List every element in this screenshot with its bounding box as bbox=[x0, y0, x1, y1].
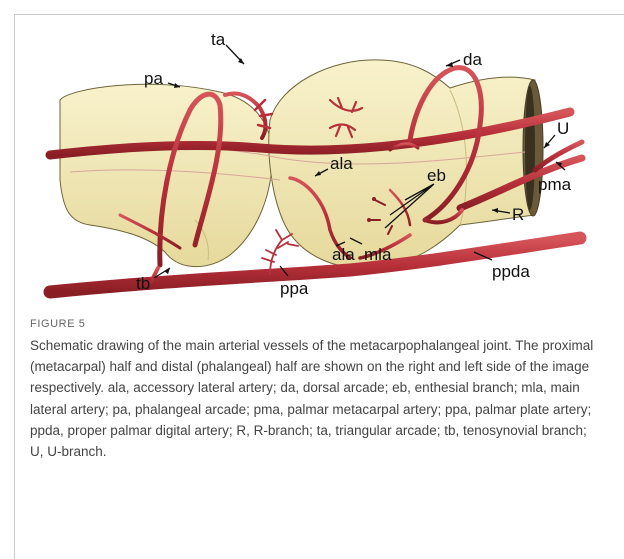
label-ppa: ppa bbox=[280, 279, 309, 298]
label-ta: ta bbox=[211, 30, 226, 49]
figure-image: ta pa da U ala eb pma R ala mla tb ppa p… bbox=[30, 30, 594, 303]
label-mla: mla bbox=[364, 245, 392, 264]
figure-caption: Schematic drawing of the main arterial v… bbox=[30, 335, 600, 462]
label-da: da bbox=[463, 50, 482, 69]
label-pma: pma bbox=[538, 175, 572, 194]
label-ala-lower: ala bbox=[332, 245, 355, 264]
label-tb: tb bbox=[136, 274, 150, 293]
label-eb: eb bbox=[427, 166, 446, 185]
label-u: U bbox=[557, 119, 569, 138]
label-pa: pa bbox=[144, 69, 163, 88]
figure-label: FIGURE 5 bbox=[30, 318, 86, 330]
anatomical-drawing: ta pa da U ala eb pma R ala mla tb ppa p… bbox=[30, 30, 594, 303]
label-ala-upper: ala bbox=[330, 154, 353, 173]
metacarpal-bone bbox=[269, 60, 535, 269]
label-ppda: ppda bbox=[492, 262, 530, 281]
label-r: R bbox=[512, 205, 524, 224]
